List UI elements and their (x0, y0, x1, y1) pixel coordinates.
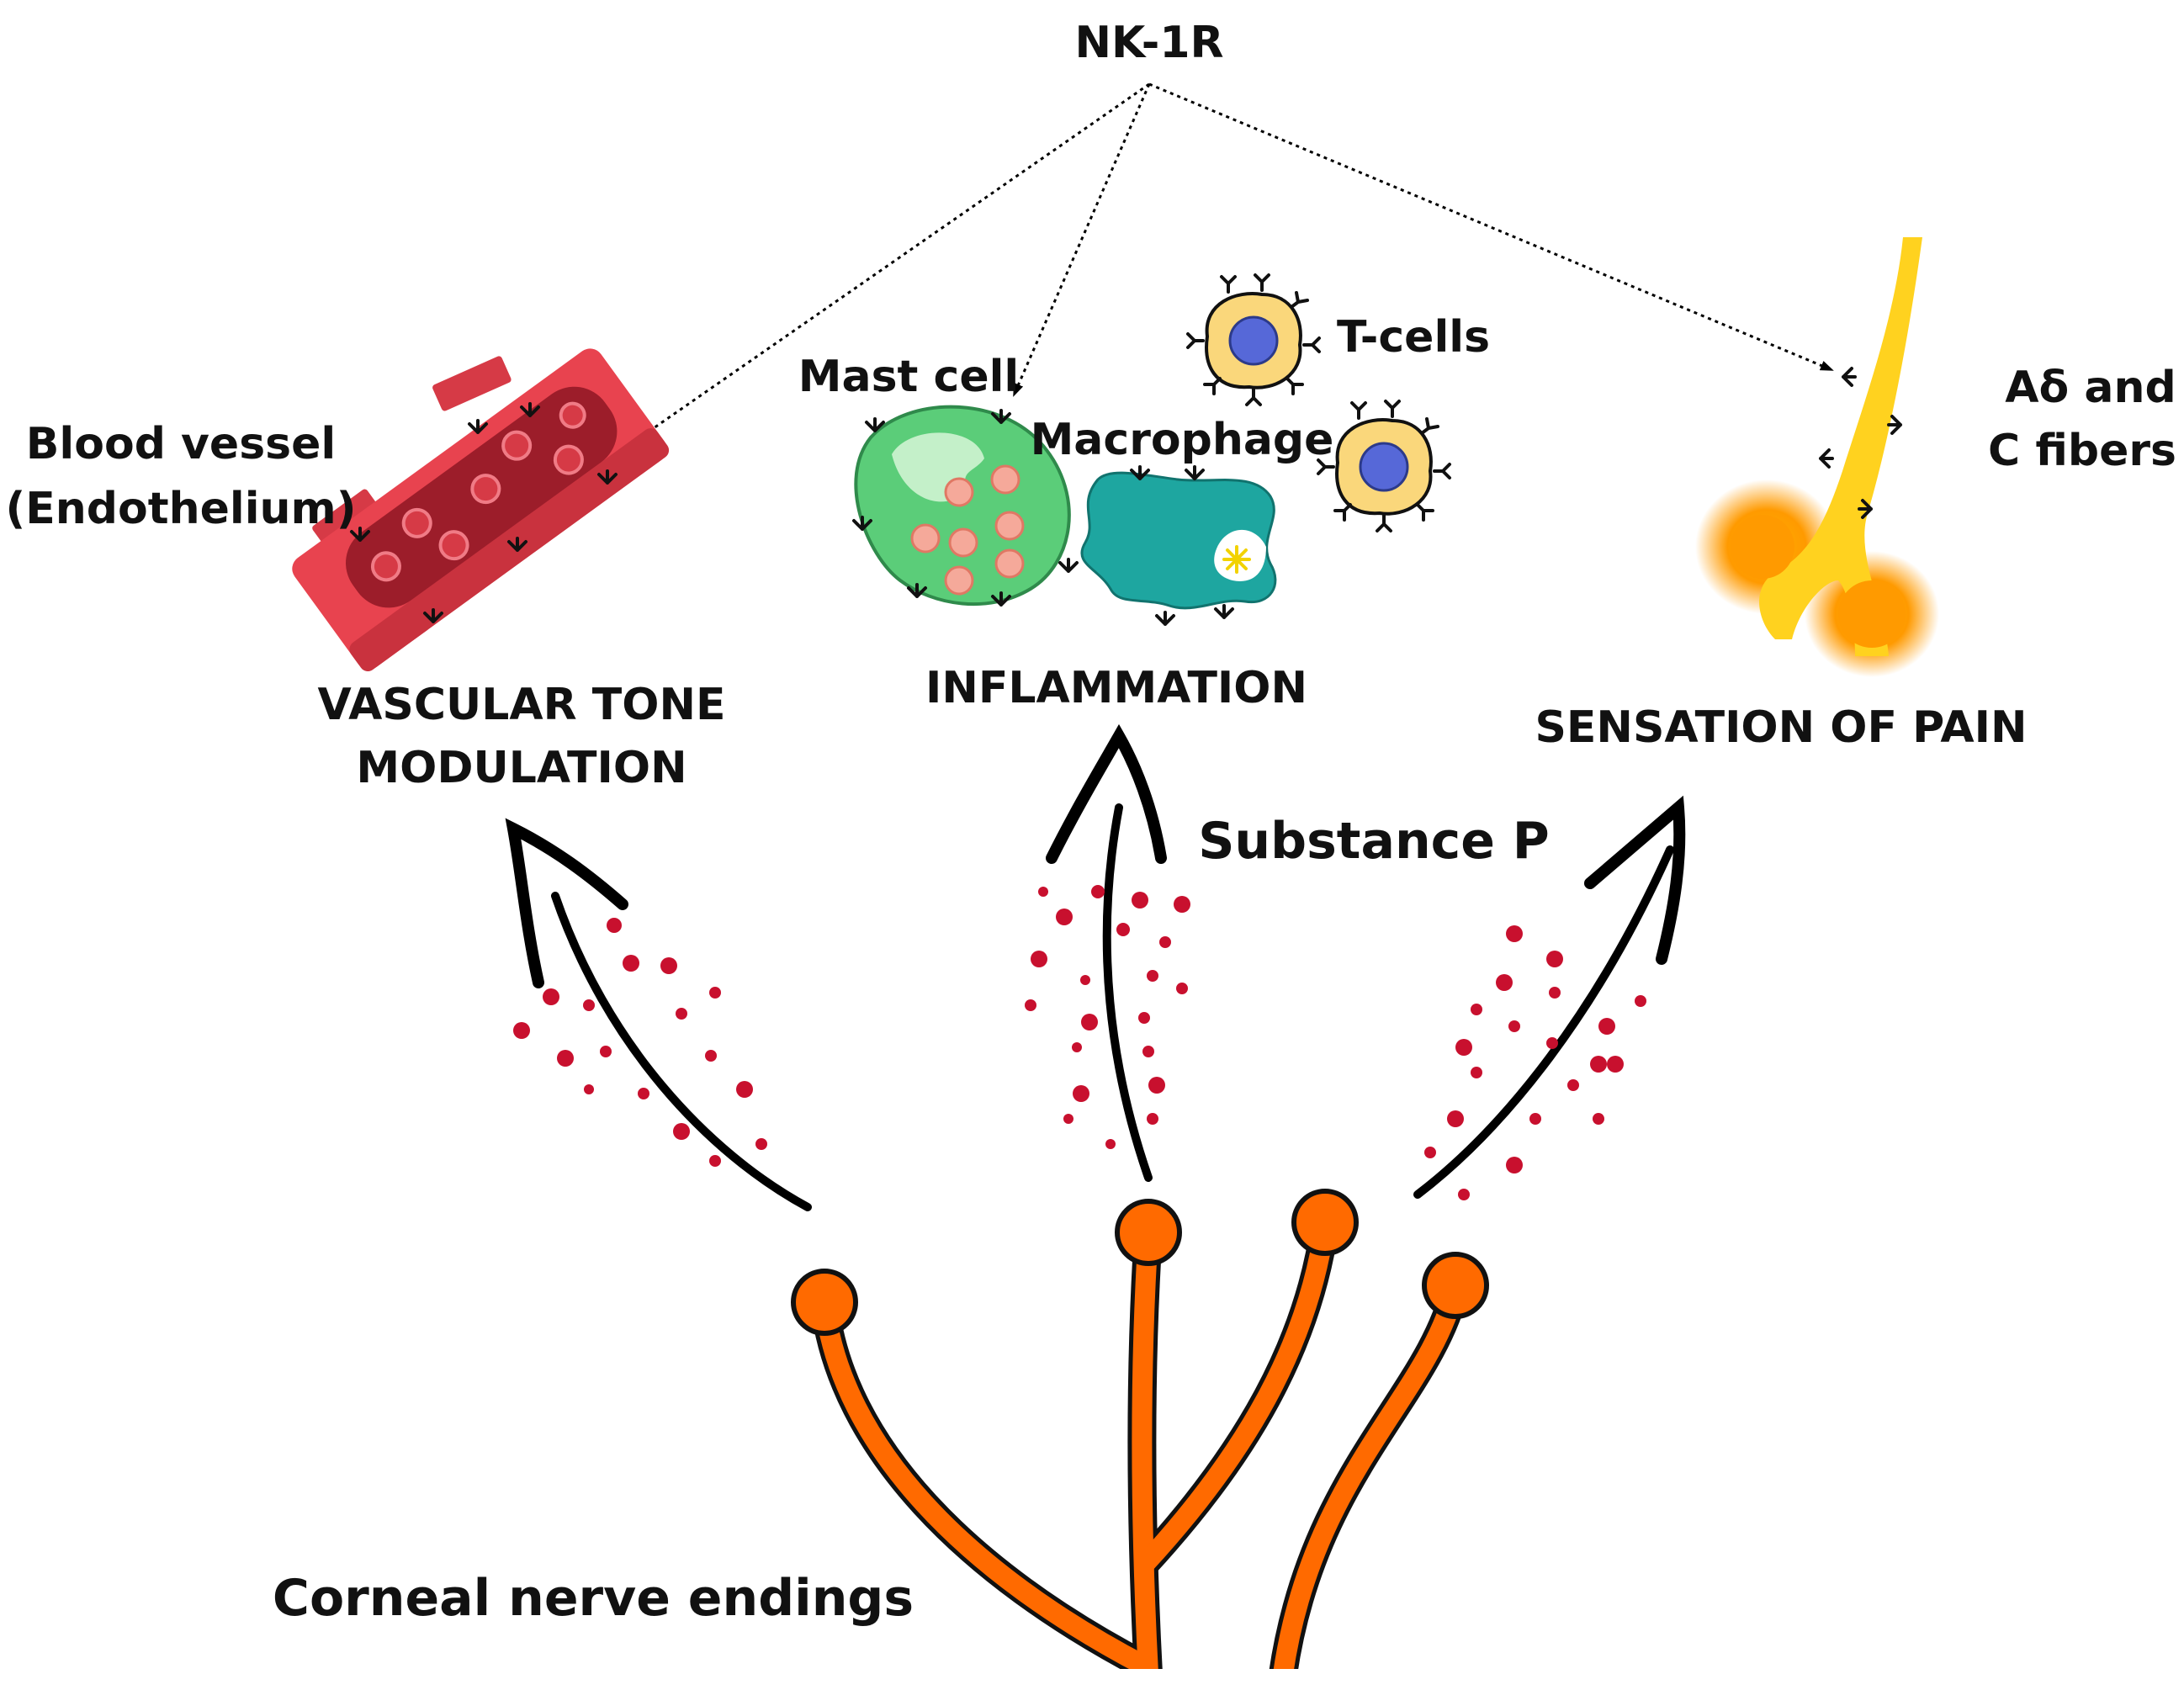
vascular-tone-label-line1: VASCULAR TONE (317, 680, 725, 730)
corneal-nerve-label: Corneal nerve endings (273, 1569, 914, 1628)
left-arrow-head (505, 818, 628, 988)
right-arrow-head (1584, 795, 1686, 965)
t-cell-illustration (1186, 273, 1451, 532)
nk1r-arrow-to-mast-cell (1012, 83, 1151, 397)
macrophage-illustration (1058, 465, 1277, 626)
substance-p-label: Substance P (1198, 812, 1550, 871)
blood-vessel-label-line2: (Endothelium) (5, 484, 356, 534)
nk1r-arrows (608, 82, 1834, 460)
middle-arrow-shaft (1102, 803, 1153, 1182)
pain-label: SENSATION OF PAIN (1535, 702, 2027, 753)
mast-cell-label: Mast cell (798, 352, 1020, 402)
substance-p-particles (513, 885, 1646, 1200)
blood-vessel-illustration (292, 348, 670, 672)
t-cells-label: T-cells (1337, 312, 1490, 363)
mast-cell-illustration (852, 405, 1071, 607)
nk1r-arrow-to-vessel (608, 82, 1150, 460)
left-arrow-shaft (551, 892, 812, 1211)
right-arrow-shaft (1413, 845, 1674, 1199)
blood-vessel-label-line1: Blood vessel (26, 419, 336, 469)
fibers-label-line2: C fibers (1988, 426, 2176, 476)
middle-arrow-head (1046, 723, 1167, 864)
release-arrows (505, 723, 1686, 1211)
inflammation-label: INFLAMMATION (925, 663, 1307, 713)
vascular-tone-label-line2: MODULATION (356, 743, 686, 793)
macrophage-label: Macrophage (1031, 415, 1334, 465)
nerve-fiber-illustration (1695, 237, 1939, 677)
fibers-label-line1: Aδ and (2005, 363, 2176, 413)
nk1r-label: NK-1R (1074, 18, 1223, 68)
corneal-nerve-illustration (791, 1189, 1514, 1688)
nk1r-arrow-to-nerve-fiber (1148, 82, 1834, 372)
